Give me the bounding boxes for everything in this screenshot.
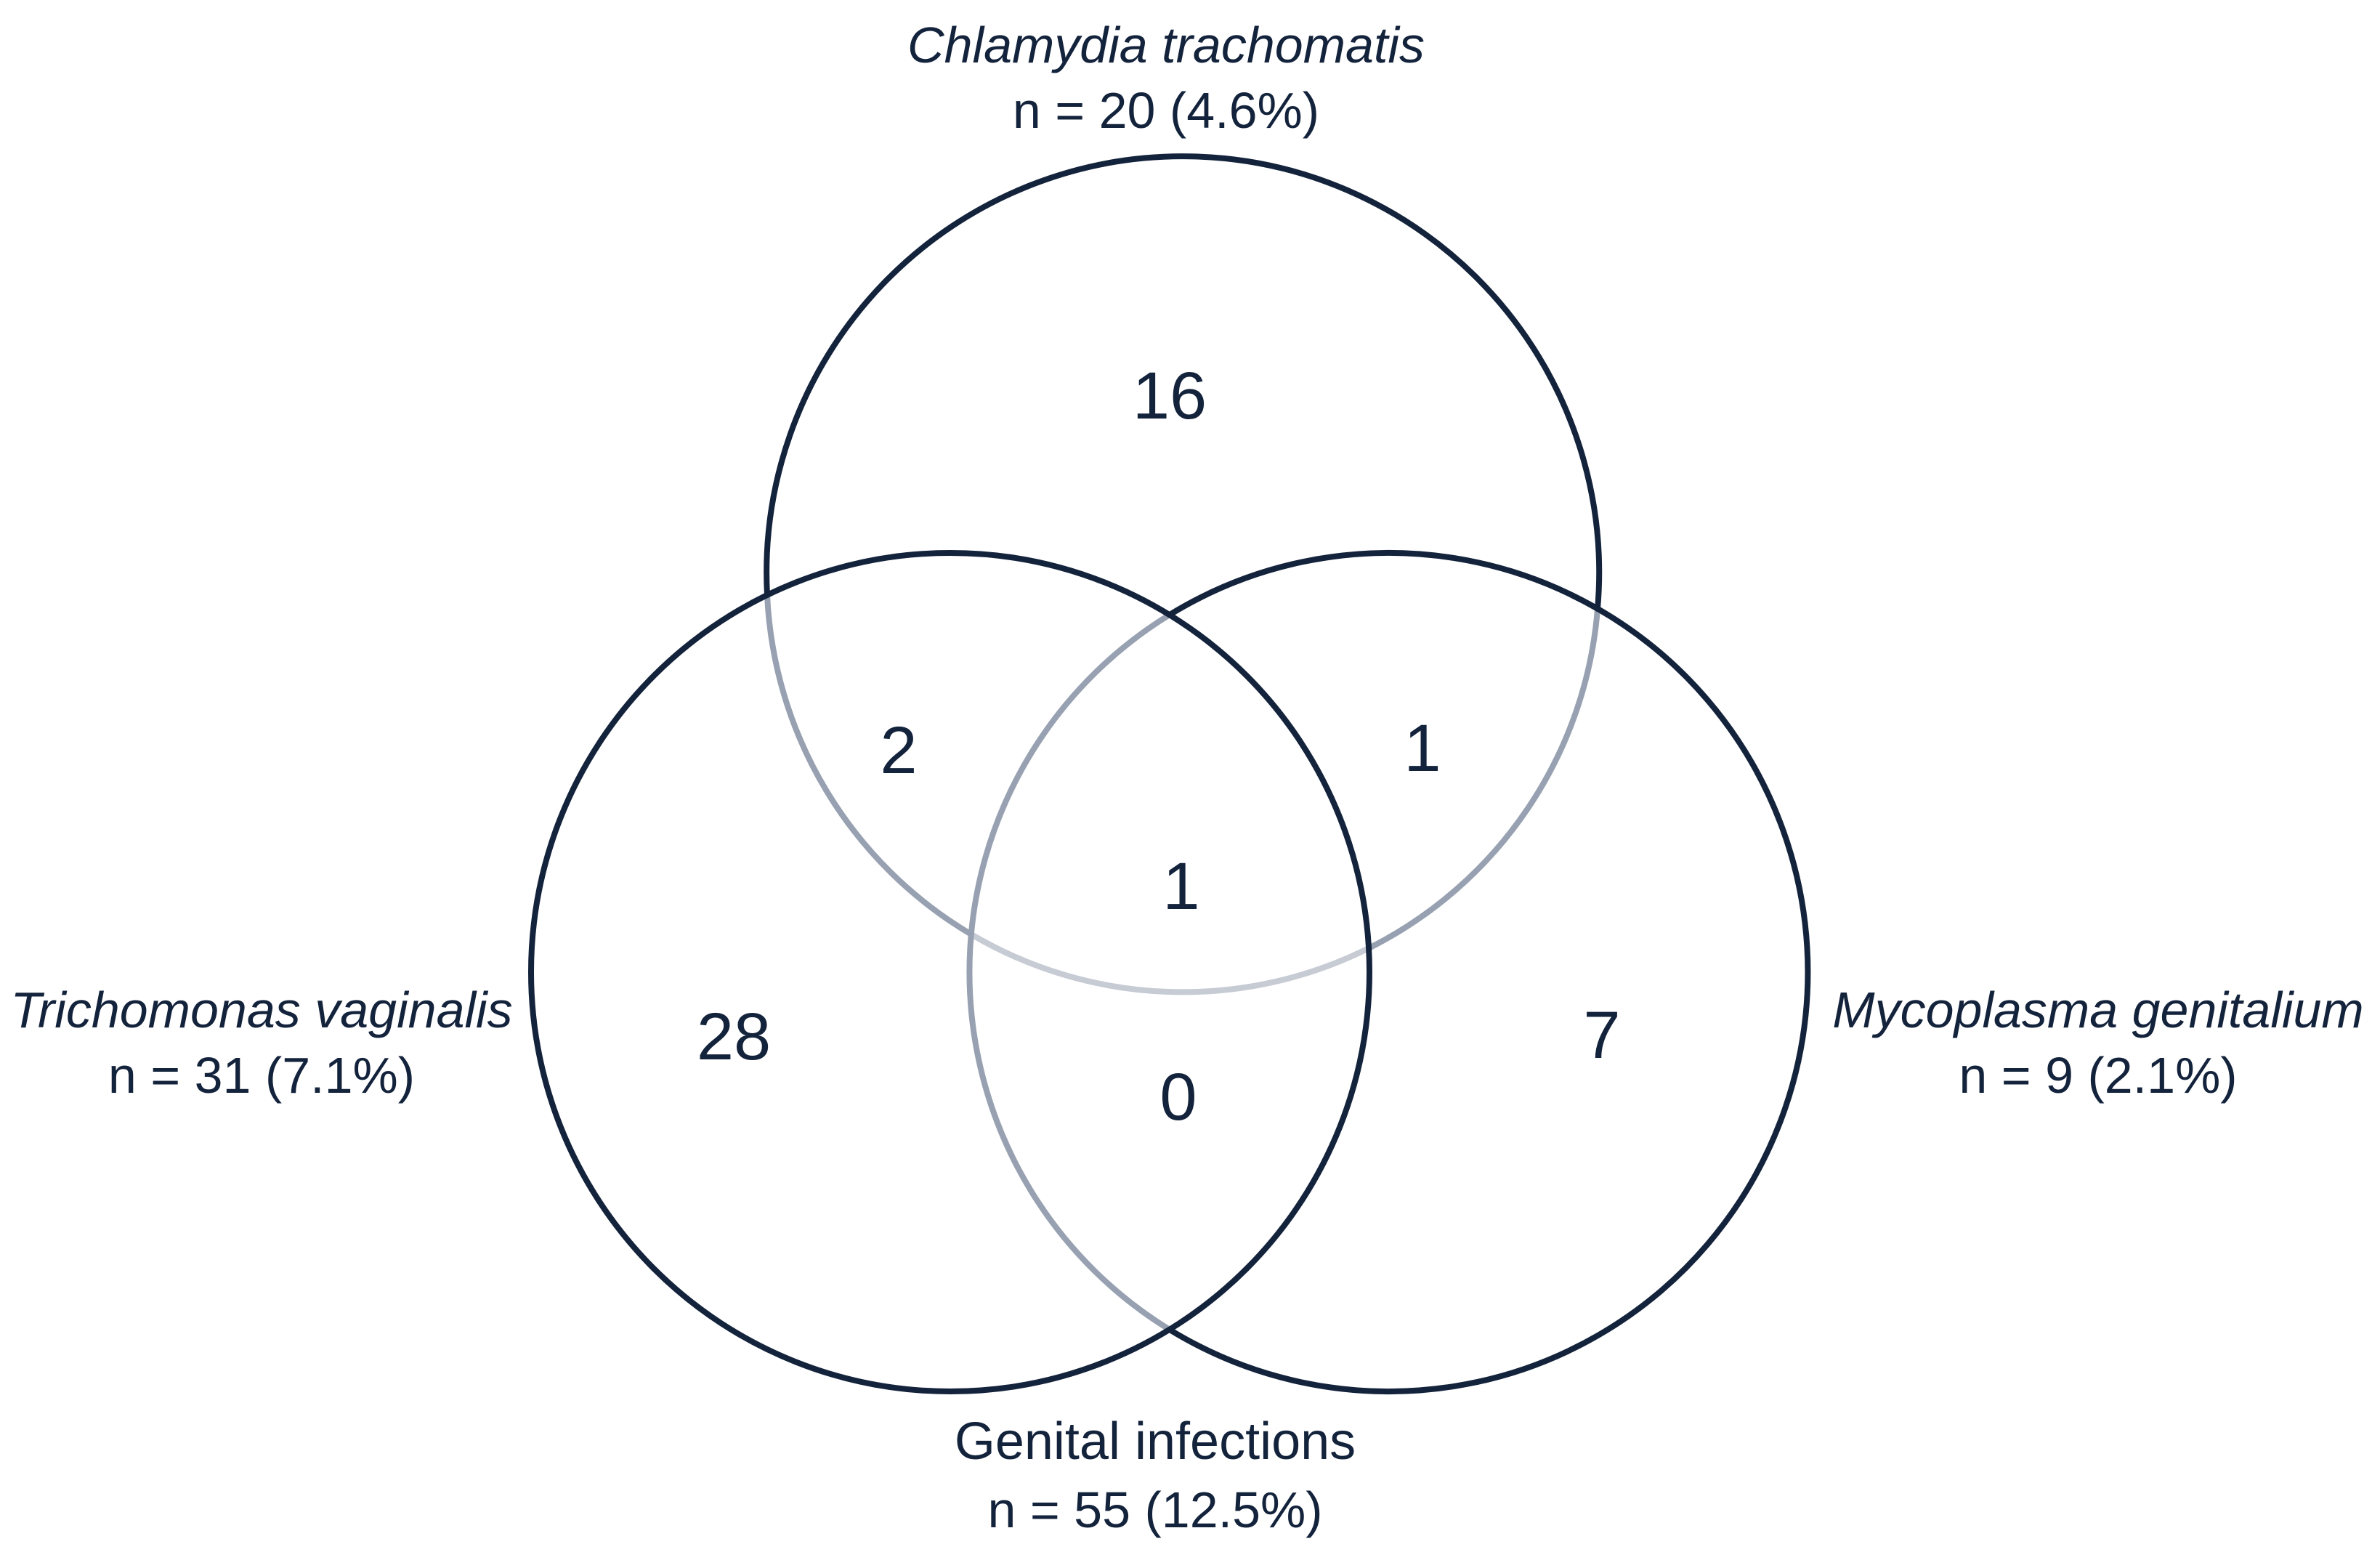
mycoplasma-set-count: n = 9 (2.1%) xyxy=(1959,1047,2237,1104)
region-count-all-three: 1 xyxy=(1162,849,1199,923)
trichomonas-set-count: n = 31 (7.1%) xyxy=(108,1047,415,1104)
region-count-trichomonas-mycoplasma: 0 xyxy=(1159,1060,1197,1134)
region-count-chlamydia-only: 16 xyxy=(1133,359,1207,433)
region-count-mycoplasma-only: 7 xyxy=(1583,998,1620,1072)
region-count-trichomonas-only: 28 xyxy=(697,1000,771,1074)
mycoplasma-set-name: Mycoplasma genitalium xyxy=(1832,982,2363,1038)
chlamydia-set-count: n = 20 (4.6%) xyxy=(1013,82,1319,139)
total-count: n = 55 (12.5%) xyxy=(987,1482,1322,1538)
trichomonas-set-name: Trichomonas vaginalis xyxy=(10,982,512,1038)
chlamydia-circle-arc-inside-mycoplasma xyxy=(1366,606,1600,951)
total-label: Genital infections xyxy=(955,1412,1356,1471)
mycoplasma-circle-arc-inside-trichomonas xyxy=(966,612,1173,1333)
mycoplasma-circle-main-arc xyxy=(1167,550,1811,1394)
chlamydia-set-name: Chlamydia trachomatis xyxy=(907,17,1425,73)
chlamydia-circle-arc-inside-trichomonas xyxy=(764,592,974,937)
region-count-chlamydia-trichomonas: 2 xyxy=(880,714,917,788)
region-count-chlamydia-mycoplasma: 1 xyxy=(1404,711,1441,785)
trichomonas-circle xyxy=(528,550,1372,1394)
chlamydia-circle-top-arc xyxy=(764,153,1603,612)
chlamydia-circle-arc-inside-both xyxy=(968,931,1372,995)
